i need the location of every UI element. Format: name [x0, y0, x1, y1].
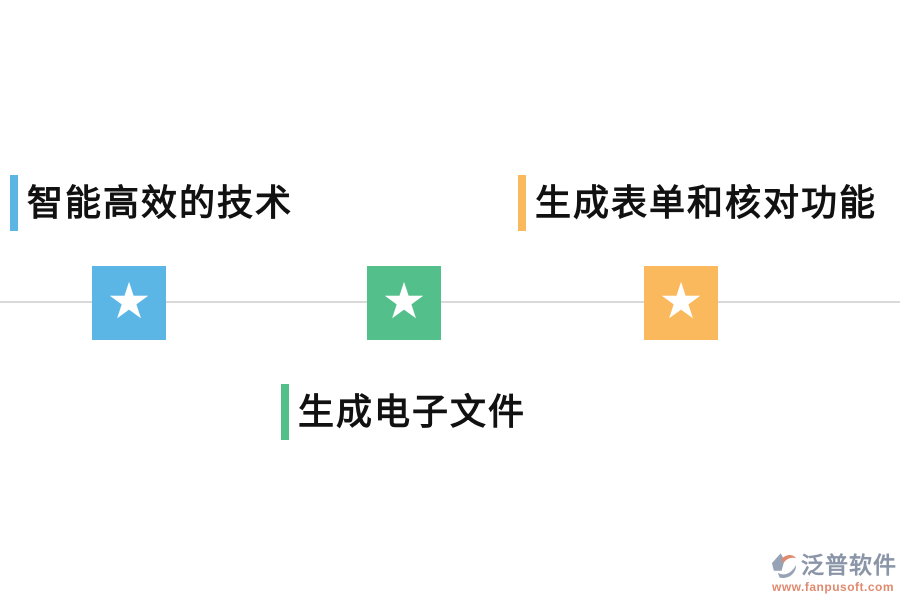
- accent-bar: [281, 384, 289, 440]
- feature-label-efiles: 生成电子文件: [281, 384, 526, 440]
- accent-bar: [518, 175, 526, 231]
- accent-bar: [10, 175, 18, 231]
- star-icon: ★: [106, 273, 152, 329]
- feature-node-blue: ★: [92, 266, 166, 340]
- feature-label-forms: 生成表单和核对功能: [518, 175, 877, 231]
- brand-name: 泛普软件: [801, 551, 897, 578]
- fanpu-logo-icon: [771, 553, 797, 578]
- feature-node-green: ★: [367, 266, 441, 340]
- feature-label-tech: 智能高效的技术: [10, 175, 293, 231]
- label-text: 生成电子文件: [298, 391, 527, 432]
- label-text: 智能高效的技术: [27, 182, 294, 223]
- brand-url: www.fanpusoft.com: [772, 580, 895, 594]
- watermark: 泛普软件 www.fanpusoft.com: [770, 550, 900, 594]
- star-icon: ★: [381, 273, 427, 329]
- feature-node-orange: ★: [644, 266, 718, 340]
- star-icon: ★: [658, 273, 704, 329]
- label-text: 生成表单和核对功能: [535, 182, 878, 223]
- timeline-line: [0, 301, 900, 303]
